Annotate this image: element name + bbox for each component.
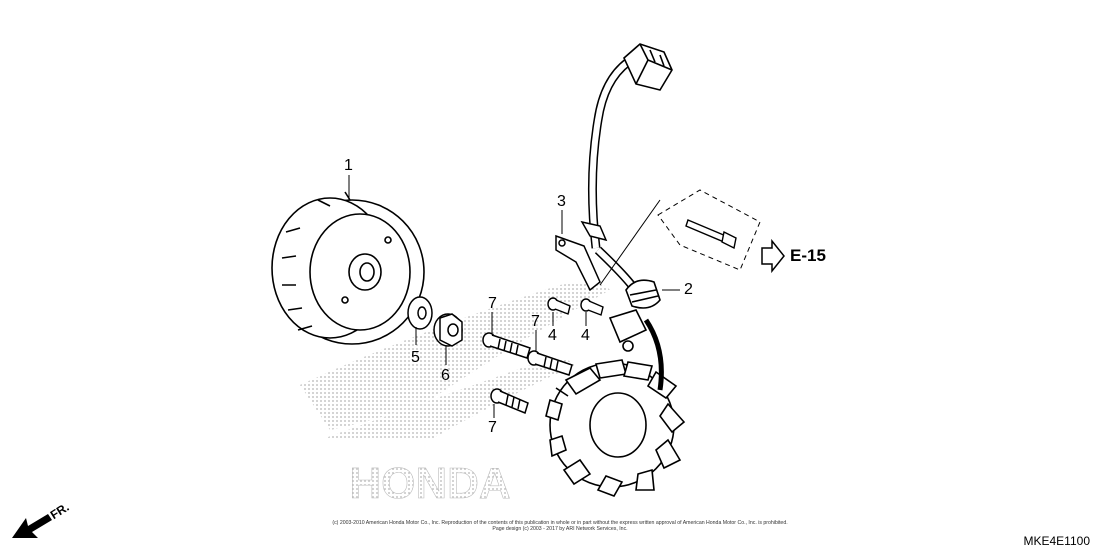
honda-text-watermark: HONDA <box>349 459 510 508</box>
stator-assembly[interactable] <box>545 43 686 497</box>
callout-5: 5 <box>411 349 420 366</box>
reference-arrow-icon[interactable] <box>761 238 785 274</box>
copyright-line-2: Page design (c) 2003 - 2017 by ARI Netwo… <box>492 526 628 532</box>
bolt-7-middle[interactable] <box>527 350 573 376</box>
callout-7-lower: 7 <box>488 419 497 436</box>
diagram-code: MKE4E1100 <box>1023 534 1091 548</box>
bolt-7-lower[interactable] <box>490 388 529 415</box>
bolt-7-upper[interactable] <box>482 332 531 359</box>
callout-7-middle: 7 <box>531 313 540 330</box>
callout-2: 2 <box>684 281 693 298</box>
front-arrow-icon <box>12 514 52 538</box>
honda-wing-watermark <box>300 282 610 440</box>
callout-4-left: 4 <box>548 327 557 344</box>
wire-clamp[interactable] <box>555 220 608 292</box>
copyright-notice: (c) 2003-2010 American Honda Motor Co., … <box>300 520 820 532</box>
flange-nut[interactable] <box>433 313 463 347</box>
reference-bolt[interactable] <box>685 219 737 250</box>
reference-bolt-box <box>599 189 761 286</box>
callout-7-upper: 7 <box>488 295 497 312</box>
callout-3: 3 <box>557 193 566 210</box>
reference-label[interactable]: E-15 <box>790 246 826 265</box>
washer[interactable] <box>407 296 433 330</box>
callout-1: 1 <box>344 157 353 174</box>
copyright-line-1: (c) 2003-2010 American Honda Motor Co., … <box>332 520 788 526</box>
bolt-4-left[interactable] <box>547 297 571 315</box>
callout-6: 6 <box>441 367 450 384</box>
callout-4-right: 4 <box>581 327 590 344</box>
flywheel-rotor[interactable] <box>271 191 425 345</box>
bolt-4-right[interactable] <box>580 298 604 316</box>
